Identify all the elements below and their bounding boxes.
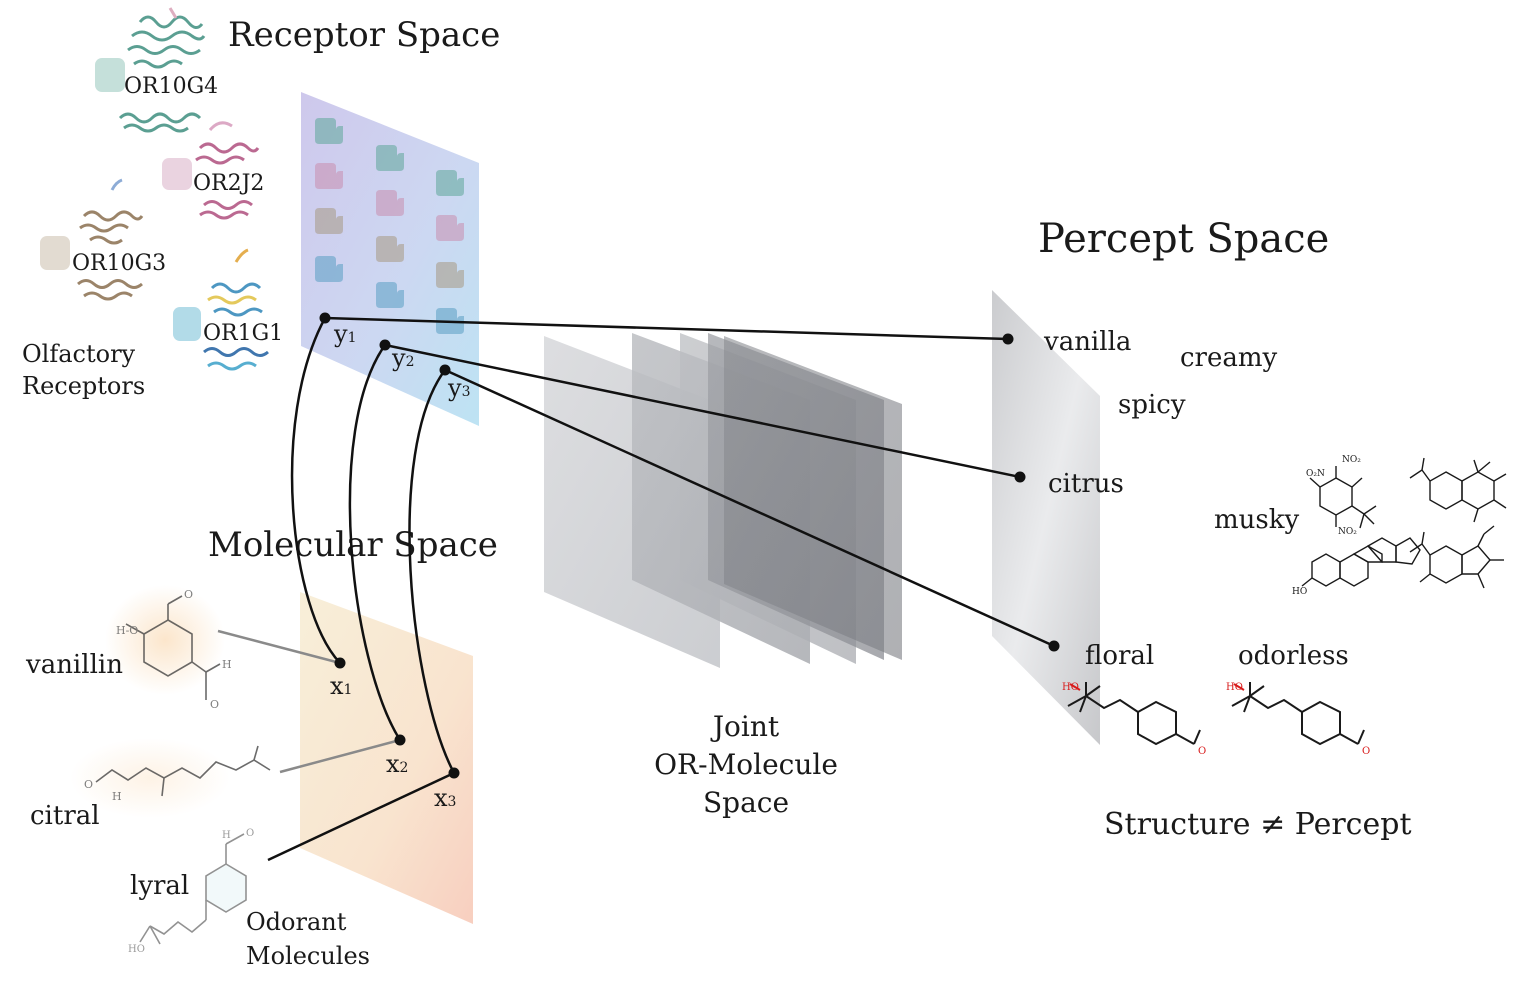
point-x2 <box>394 734 406 746</box>
musk-structures: O₂N NO₂ NO₂ HO <box>1292 455 1507 597</box>
receptor-space: Receptor Space <box>22 7 500 426</box>
descriptor-spicy: spicy <box>1118 390 1186 420</box>
protein-structure-or10g3 <box>77 178 144 301</box>
svg-text:HO: HO <box>1226 682 1243 693</box>
point-x3 <box>448 767 460 779</box>
citral-pointer <box>279 738 401 774</box>
protein-structure-or1g1 <box>203 248 269 371</box>
olfactory-receptors-caption-2: Receptors <box>22 372 145 400</box>
svg-text:O: O <box>246 828 254 839</box>
svg-text:H-O: H-O <box>116 624 138 637</box>
svg-text:H: H <box>222 658 232 671</box>
label-x3: x3 <box>434 784 456 812</box>
svg-text:O: O <box>1198 746 1206 757</box>
receptor-chip-or1g1 <box>173 307 201 341</box>
point-y3 <box>439 364 451 376</box>
receptor-label-or10g3: OR10G3 <box>72 251 166 276</box>
percept-space-title: Percept Space <box>1038 216 1329 262</box>
lyral-pointer <box>267 771 455 862</box>
svg-text:HO: HO <box>1292 587 1307 597</box>
connector-x3-y3 <box>408 369 456 774</box>
descriptor-odorless: odorless <box>1238 641 1349 671</box>
point-labels: y1 y2 y3 x1 x2 x3 <box>330 320 470 812</box>
olfactory-receptors-caption-1: Olfactory <box>22 340 136 368</box>
joint-space-label-2: OR-Molecule <box>654 748 838 781</box>
label-y2: y2 <box>391 344 414 372</box>
connector-x2-y2 <box>348 344 402 741</box>
svg-text:O: O <box>1362 746 1370 757</box>
connector-y1-vanilla <box>324 316 1009 341</box>
percept-space: Percept Space vanilla creamy spicy citru… <box>992 216 1507 842</box>
connector-x1-y1 <box>290 317 341 664</box>
receptor-label-or10g4: OR10G4 <box>124 74 218 99</box>
svg-text:H: H <box>222 830 231 841</box>
molecular-space: Molecular Space O H-O H O O H <box>25 525 498 970</box>
molecule-label-citral: citral <box>30 801 100 831</box>
receptor-space-title: Receptor Space <box>228 15 500 55</box>
connector-y3-floral <box>444 368 1055 648</box>
descriptor-floral: floral <box>1085 641 1154 671</box>
point-vanilla <box>1002 333 1014 345</box>
joint-space-label-1: Joint <box>710 710 780 743</box>
receptor-chip-or10g3 <box>40 236 70 270</box>
receptor-label-or2j2: OR2J2 <box>193 171 264 196</box>
label-y1: y1 <box>333 320 356 348</box>
svg-text:O: O <box>84 778 93 791</box>
joint-space-label-3: Space <box>703 786 789 819</box>
joint-space: Joint OR-Molecule Space <box>544 333 902 819</box>
descriptor-vanilla: vanilla <box>1043 327 1131 357</box>
citral-structure: O H <box>84 745 271 803</box>
protein-structure-or10g4 <box>118 7 206 133</box>
protein-structure-or2j2 <box>195 121 260 220</box>
percept-plane <box>992 290 1100 745</box>
vanillin-structure: O H-O H O <box>116 588 232 711</box>
label-x2: x2 <box>386 750 408 778</box>
label-x1: x1 <box>330 672 352 700</box>
vanillin-backdrop <box>105 585 225 695</box>
odorless-structure: HO O <box>1226 682 1370 757</box>
descriptor-citrus: citrus <box>1048 469 1124 499</box>
molecule-label-vanillin: vanillin <box>25 650 123 680</box>
point-citrus <box>1014 471 1026 483</box>
svg-text:HO: HO <box>128 944 145 955</box>
label-y3: y3 <box>447 374 470 402</box>
svg-text:O: O <box>184 588 193 601</box>
descriptor-creamy: creamy <box>1180 343 1278 373</box>
receptor-chip-or2j2 <box>162 158 192 190</box>
svg-text:O: O <box>210 698 219 711</box>
connector-y2-citrus <box>384 343 1021 479</box>
svg-text:H: H <box>112 790 122 803</box>
embedding-points <box>319 312 1060 779</box>
lyral-structure: O H HO <box>128 828 254 955</box>
vanillin-pointer <box>217 629 341 665</box>
point-y1 <box>319 312 331 324</box>
point-floral <box>1048 640 1060 652</box>
molecular-plane <box>300 592 473 924</box>
svg-text:HO: HO <box>1062 682 1079 693</box>
connectors <box>290 316 1055 774</box>
descriptor-musky: musky <box>1214 505 1299 535</box>
receptor-chip-or10g4 <box>95 58 125 92</box>
svg-text:NO₂: NO₂ <box>1342 455 1361 465</box>
odorant-molecules-caption-1: Odorant <box>246 908 347 936</box>
point-x1 <box>334 657 346 669</box>
molecule-label-lyral: lyral <box>130 871 189 901</box>
svg-text:O₂N: O₂N <box>1306 469 1325 479</box>
svg-text:NO₂: NO₂ <box>1338 527 1357 537</box>
structure-not-percept-caption: Structure ≠ Percept <box>1104 807 1412 842</box>
point-y2 <box>379 339 391 351</box>
floral-lyral-structure: HO O <box>1062 682 1206 757</box>
odorant-molecules-caption-2: Molecules <box>246 942 370 970</box>
citral-backdrop <box>70 738 230 818</box>
receptor-label-or1g1: OR1G1 <box>203 321 283 346</box>
joint-plane-5 <box>724 336 902 660</box>
